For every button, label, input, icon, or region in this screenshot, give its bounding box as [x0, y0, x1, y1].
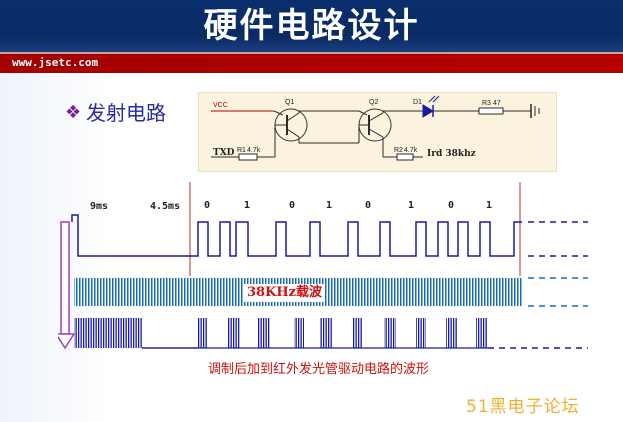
waveform-caption: 调制后加到红外发光管驱动电路的波形 [208, 362, 430, 377]
d1-label: D1 [413, 99, 422, 106]
r3-label: R3 [482, 100, 491, 107]
r2-resistor [396, 153, 414, 161]
waveform-diagram: 9ms 4.5ms 0 1 0 1 0 1 0 1 [58, 182, 588, 350]
q1-collector-wire [273, 110, 284, 116]
burst-bit-5 [320, 318, 332, 348]
transmitter-circuit-schematic: VCC Q1 Q2 D1 R3 47 R1 4.7k R2 4.7k TXD I… [198, 92, 557, 172]
led-emission-arrow-2 [432, 95, 440, 103]
bit-label-1: 0 [204, 200, 210, 211]
r3-resistor [478, 107, 504, 115]
r1-label: R1 [237, 147, 246, 154]
down-arrow-icon [58, 221, 76, 350]
url-bar: www.jsetc.com [0, 52, 623, 73]
burst-bit-7 [384, 318, 396, 348]
slide-title: 硬件电路设计 [203, 6, 420, 46]
ird-label: Ird 38khz [427, 149, 476, 159]
burst-bit-9 [446, 318, 458, 348]
forum-watermark: 51黑电子论坛 [466, 397, 580, 417]
bit-label-3: 0 [289, 200, 295, 211]
vcc-label: VCC [213, 102, 228, 109]
burst-bit-4 [294, 318, 304, 348]
q2-collector-wire [358, 110, 368, 116]
bit-label-7: 0 [448, 200, 454, 211]
bit-label-5: 0 [365, 200, 371, 211]
section-heading: 发射电路 [86, 101, 166, 125]
burst-bit-10 [476, 318, 488, 348]
r1-resistor [238, 153, 258, 161]
burst-bit-8 [416, 318, 426, 348]
label-9ms: 9ms [90, 201, 108, 212]
r2-value: 4.7k [404, 147, 418, 154]
bit-label-6: 1 [408, 200, 414, 211]
q2-collector-lead [368, 112, 384, 122]
txd-label: TXD [213, 148, 235, 158]
digital-signal-waveform [71, 214, 522, 257]
r3-value: 47 [493, 100, 501, 107]
website-url: www.jsetc.com [12, 56, 99, 69]
circuit-svg: VCC Q1 Q2 D1 R3 47 R1 4.7k R2 4.7k TXD I… [211, 95, 540, 161]
led-diode [422, 104, 434, 118]
label-4-5ms: 4.5ms [150, 201, 180, 212]
led-emission-arrow [428, 95, 436, 103]
title-bar: 硬件电路设计 [0, 0, 623, 52]
burst-bit-3 [258, 318, 270, 348]
bullet-icon: ❖ [65, 102, 82, 123]
r2-label: R2 [394, 147, 403, 154]
q2-transistor-symbol [358, 108, 392, 142]
q1-collector-lead [286, 112, 300, 122]
burst-leader [74, 318, 142, 348]
q2-label: Q2 [369, 99, 378, 106]
carrier-label: 38KHz载波 [244, 284, 326, 302]
bit-label-4: 1 [326, 200, 332, 211]
bit-label-8: 1 [486, 200, 492, 211]
bit-label-2: 1 [244, 200, 250, 211]
q1-emitter-lead [286, 128, 300, 138]
modulated-waveform [74, 318, 588, 349]
burst-bit-6 [352, 318, 362, 348]
q2-emitter-lead [368, 128, 384, 138]
burst-bit-2 [228, 318, 240, 348]
burst-bit-1 [198, 318, 208, 348]
r1-value: 4.7k [247, 147, 261, 154]
q1-label: Q1 [285, 99, 294, 106]
